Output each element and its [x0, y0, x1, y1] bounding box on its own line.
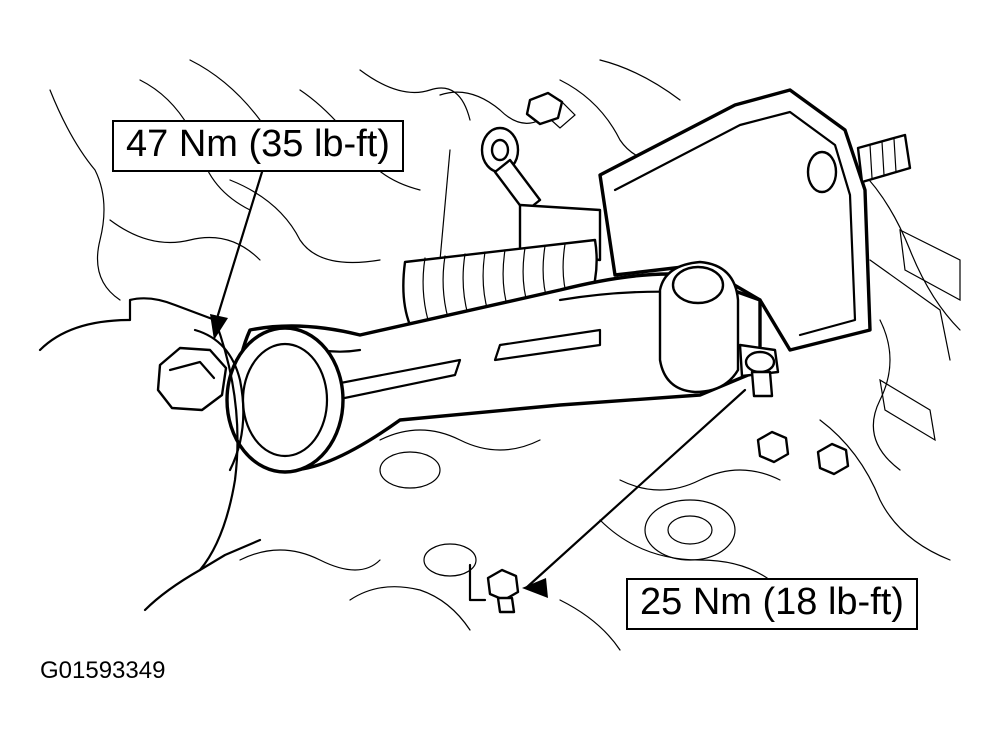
steering-tie-rod [402, 91, 602, 327]
front-bushing [193, 326, 345, 474]
rear-bushing [658, 260, 780, 398]
background-engine-lines [49, 59, 961, 651]
subframe-bracket [598, 88, 912, 352]
bottom-arrowhead [522, 578, 548, 598]
front-bolt-head [156, 346, 228, 412]
torque-callout-lower-stud: 25 Nm (18 lb-ft) [626, 578, 918, 630]
figure-id: G01593349 [40, 657, 166, 684]
torque-leader-lines [210, 170, 747, 598]
torque-callout-front-bolt: 47 Nm (35 lb-ft) [112, 120, 404, 172]
background-nuts [756, 430, 850, 476]
top-arrowhead [210, 314, 228, 340]
lower-stud [468, 563, 520, 614]
crossmember-panel [38, 297, 262, 612]
